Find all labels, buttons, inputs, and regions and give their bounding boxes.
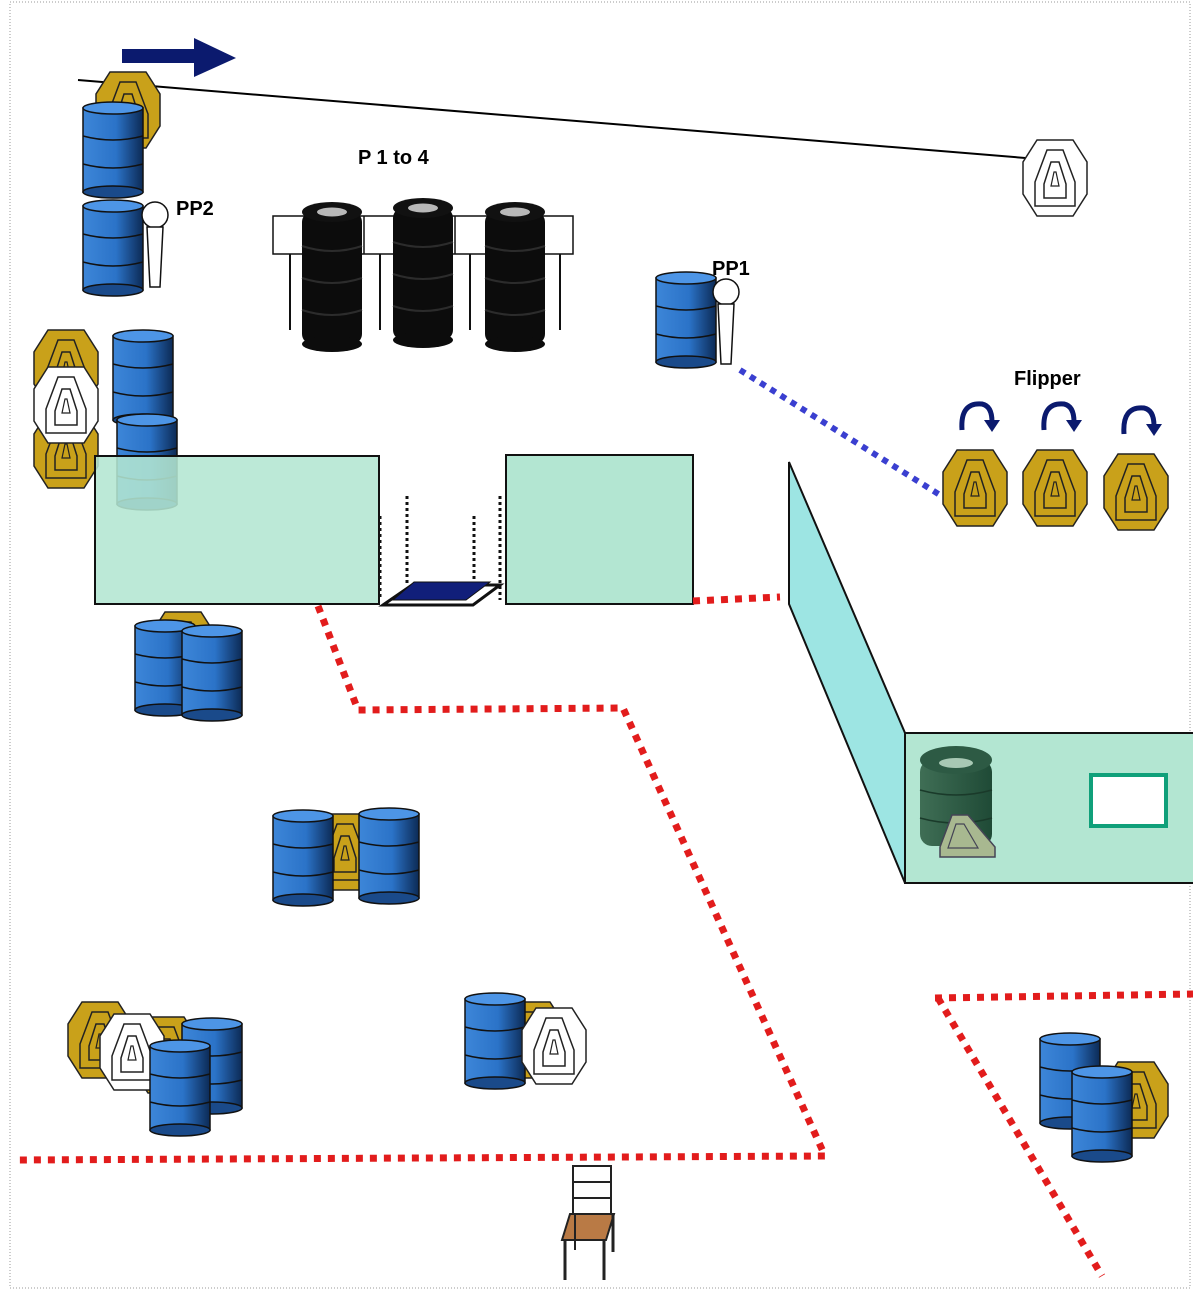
- tire-stack: [484, 201, 546, 353]
- wall-center: [505, 454, 694, 605]
- flipper-steel-target: [1022, 449, 1088, 527]
- wall-angled: [788, 461, 906, 884]
- window-opening: [1089, 773, 1168, 828]
- barrel: [149, 1039, 211, 1137]
- pp2-label: PP2: [176, 198, 214, 220]
- cable-line: [77, 79, 1051, 161]
- barrel: [181, 624, 243, 722]
- paper-target: [521, 1007, 587, 1085]
- barrel: [82, 199, 144, 297]
- chair-icon: [560, 1165, 616, 1280]
- flipper-steel-target: [1103, 453, 1169, 531]
- barrel: [655, 271, 717, 369]
- barrel: [464, 992, 526, 1090]
- barrel: [1071, 1065, 1133, 1163]
- pp1-label: PP1: [712, 258, 750, 280]
- flipper-steel-target: [942, 449, 1008, 527]
- shooter-position-pp1-icon: [712, 278, 740, 365]
- barrel: [272, 809, 334, 907]
- barrel: [112, 329, 174, 427]
- direction-arrow-icon: [122, 38, 236, 77]
- shooter-position-pp2-icon: [141, 201, 169, 288]
- tire-stack: [392, 197, 454, 349]
- wall-left: [94, 455, 380, 605]
- flipper-label: Flipper: [1014, 368, 1081, 390]
- paper-target: [33, 366, 99, 444]
- flip-arrow-icon: [1044, 404, 1082, 432]
- barrel: [358, 807, 420, 905]
- tire-stack: [301, 201, 363, 353]
- flip-arrow-icon: [962, 404, 1000, 432]
- flip-arrow-icon: [1124, 408, 1162, 436]
- dark-barrel-with-target: [919, 746, 996, 858]
- barrel: [82, 101, 144, 199]
- props-label: P 1 to 4: [358, 147, 430, 169]
- port-line: [738, 367, 942, 498]
- doorway-port: [378, 496, 505, 607]
- paper-target-top-right: [1022, 139, 1088, 217]
- fault-lines: [17, 593, 1193, 1278]
